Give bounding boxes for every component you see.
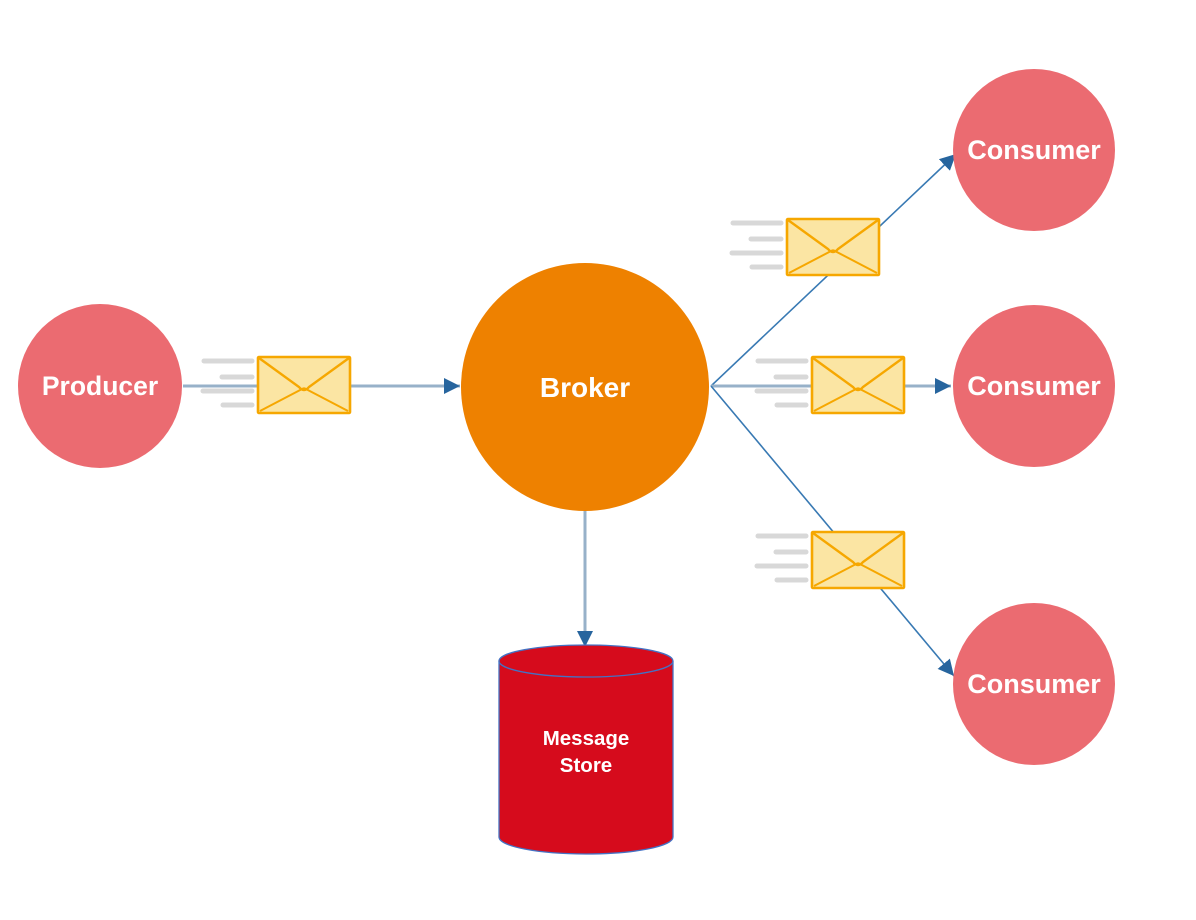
producer-label: Producer — [42, 371, 158, 401]
message-store-rim — [498, 660, 674, 678]
consumer-bottom-label: Consumer — [967, 669, 1101, 699]
message-store-node — [498, 644, 674, 855]
consumer-top-node — [953, 69, 1115, 231]
message-store-body — [498, 644, 674, 855]
message-store-label-line1: Message — [543, 727, 630, 750]
message-store-label-line2: Store — [560, 754, 612, 777]
consumer-middle-node — [953, 305, 1115, 467]
consumer-bottom-node — [953, 603, 1115, 765]
message-icon-broker-consumer-top — [732, 219, 879, 275]
consumer-middle-label: Consumer — [967, 371, 1101, 401]
broker-node — [461, 263, 709, 511]
producer-node — [18, 304, 182, 468]
broker-label: Broker — [540, 372, 630, 403]
consumer-top-label: Consumer — [967, 135, 1101, 165]
message-icon-broker-consumer-bottom — [757, 532, 904, 588]
